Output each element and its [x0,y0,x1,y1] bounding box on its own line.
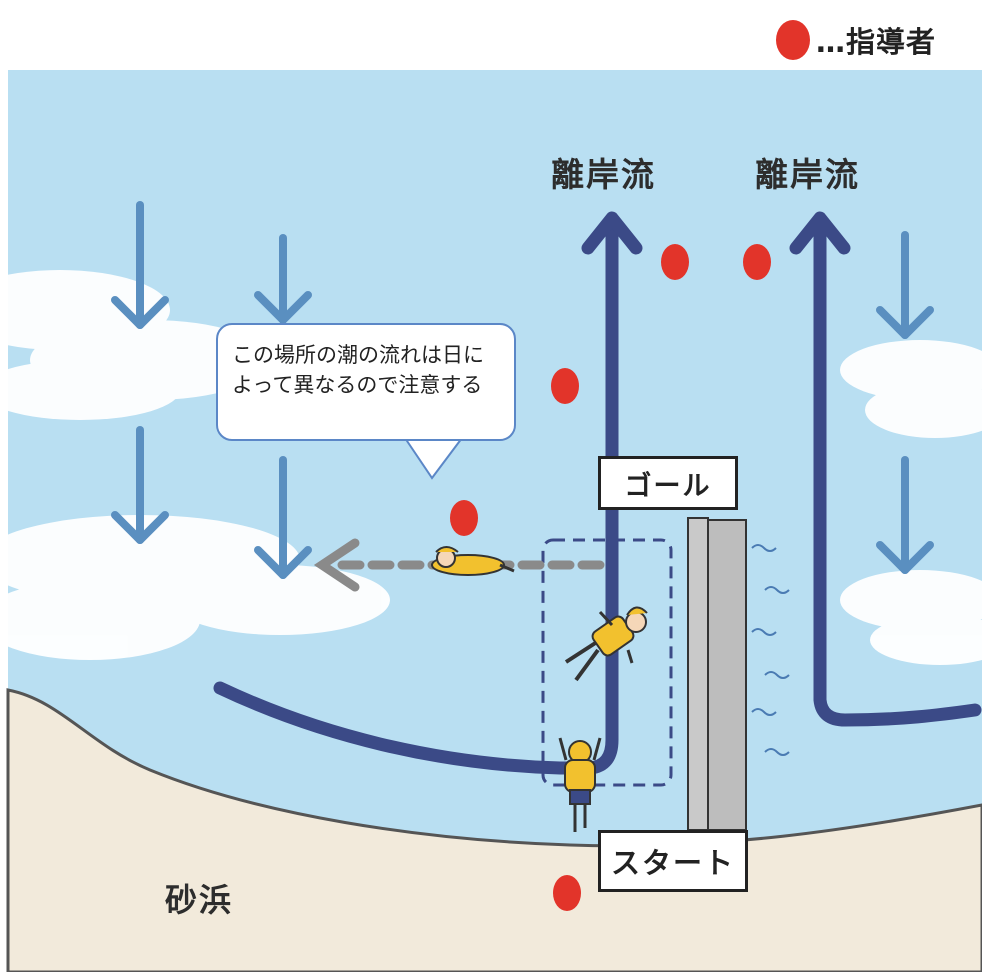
swimmer-floating-icon [564,606,648,682]
instructor-marker [553,875,581,911]
instructor-marker [743,244,771,280]
swimmer-drifting-icon [431,546,515,576]
rip-current-arrow-left [213,213,619,775]
rip-current-arrows [213,211,982,775]
surf-left [0,270,390,660]
current-arrow-3 [111,426,169,544]
instructor-marker [450,500,478,536]
callout-box: この場所の潮の流れは日によって異なるので注意する [216,323,516,441]
current-arrow-4 [254,456,312,579]
instructor-markers [450,244,771,911]
rip-current-arrow-right-head [789,211,851,255]
rip-current-arrow-right [813,213,982,727]
rip-current-arrow-left-head [581,211,643,255]
swimmer-start-icon [558,737,602,832]
rip-current-label-right: 離岸流 [755,155,860,194]
instructor-marker [661,244,689,280]
legend: …指導者 [776,18,936,62]
sand-area [6,688,982,972]
beach-label: 砂浜 [165,881,234,919]
current-arrows [111,201,934,579]
current-arrow-5 [876,231,934,339]
surf-right [840,340,982,665]
swim-area-boundary [541,538,673,787]
instructor-marker [551,368,579,404]
goal-sign: ゴール [598,456,738,510]
instructor-legend-icon [776,20,810,60]
callout-text: この場所の潮の流れは日によって異なるので注意する [232,343,484,397]
current-arrow-2 [254,234,312,324]
legend-label: …指導者 [816,25,937,59]
start-sign: スタート [598,830,748,892]
pier-waves [751,544,790,756]
pier [687,517,747,831]
current-arrow-6 [876,456,934,574]
rip-current-label-left: 離岸流 [551,155,656,194]
current-arrow-1 [111,201,169,329]
